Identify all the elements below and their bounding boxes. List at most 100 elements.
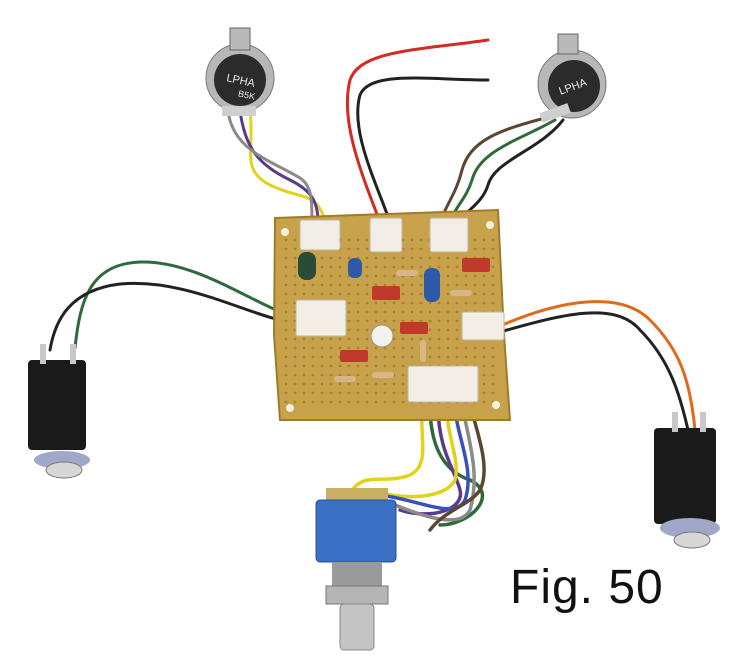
perfboard-hole xyxy=(356,346,360,350)
film-cap-1 xyxy=(372,286,400,300)
wire-bundle-7 xyxy=(428,403,486,532)
resistor-1 xyxy=(396,270,418,276)
wire-bundle-3 xyxy=(368,403,458,499)
perfboard-hole xyxy=(356,283,360,287)
perfboard-hole xyxy=(392,364,396,368)
perfboard-hole xyxy=(464,355,468,359)
switch-wires xyxy=(348,403,486,532)
wire-green-left-jack xyxy=(73,260,302,350)
perfboard-hole xyxy=(464,283,468,287)
perfboard-hole xyxy=(473,346,477,350)
perfboard-hole xyxy=(293,256,297,260)
switch-lugs xyxy=(326,488,388,502)
perfboard-hole xyxy=(419,274,423,278)
perfboard-hole xyxy=(356,301,360,305)
perfboard-hole xyxy=(401,364,405,368)
perfboard-hole xyxy=(374,301,378,305)
perfboard-hole xyxy=(302,400,306,404)
perfboard-hole xyxy=(338,292,342,296)
perfboard-hole xyxy=(491,382,495,386)
perfboard-hole xyxy=(491,391,495,395)
perfboard-hole xyxy=(347,256,351,260)
perfboard-hole xyxy=(365,283,369,287)
perfboard-hole xyxy=(419,247,423,251)
perfboard-hole xyxy=(374,382,378,386)
perfboard-hole xyxy=(356,319,360,323)
perfboard-hole xyxy=(482,382,486,386)
perfboard-hole xyxy=(329,382,333,386)
perfboard-hole xyxy=(482,247,486,251)
perfboard-hole xyxy=(428,337,432,341)
mount-hole-br xyxy=(492,401,500,409)
perfboard-hole xyxy=(491,355,495,359)
perfboard-hole xyxy=(356,328,360,332)
perfboard-hole xyxy=(284,256,288,260)
perfboard-hole xyxy=(302,355,306,359)
perfboard-hole xyxy=(401,265,405,269)
perfboard-hole xyxy=(491,301,495,305)
perfboard-hole xyxy=(383,283,387,287)
jack-right-lug-2 xyxy=(700,412,706,432)
film-cap-4 xyxy=(340,350,368,362)
resistor-4 xyxy=(420,340,426,362)
resistor-3 xyxy=(334,376,356,382)
perfboard-hole xyxy=(473,238,477,242)
perfboard-hole xyxy=(347,310,351,314)
perfboard-hole xyxy=(473,247,477,251)
perfboard-hole xyxy=(284,283,288,287)
perfboard-hole xyxy=(284,301,288,305)
connector-right-pot xyxy=(429,217,469,253)
input-jack-left xyxy=(28,344,90,479)
perfboard-hole xyxy=(437,265,441,269)
wire-orange-right-jack xyxy=(498,300,697,432)
perfboard-hole xyxy=(392,274,396,278)
perfboard-hole xyxy=(311,400,315,404)
perfboard-hole xyxy=(410,292,414,296)
perfboard-hole xyxy=(365,391,369,395)
perfboard-hole xyxy=(491,265,495,269)
perfboard-hole xyxy=(347,346,351,350)
perfboard-hole xyxy=(491,373,495,377)
switch-nut xyxy=(325,585,389,605)
perfboard-hole xyxy=(356,337,360,341)
perfboard-hole xyxy=(302,292,306,296)
perfboard-hole xyxy=(347,247,351,251)
perfboard-hole xyxy=(482,391,486,395)
perfboard-hole xyxy=(293,346,297,350)
perfboard-hole xyxy=(437,328,441,332)
perfboard-hole xyxy=(410,310,414,314)
right-pot-wires xyxy=(438,116,565,226)
perfboard-hole xyxy=(401,400,405,404)
perfboard-hole xyxy=(491,364,495,368)
perfboard-hole xyxy=(284,265,288,269)
perfboard-hole xyxy=(293,292,297,296)
perfboard-hole xyxy=(455,274,459,278)
pot-left-face xyxy=(214,54,266,106)
perfboard-hole xyxy=(392,382,396,386)
wire-bundle-6 xyxy=(348,403,425,497)
perfboard-hole xyxy=(365,247,369,251)
perfboard-hole xyxy=(446,256,450,260)
perfboard-hole xyxy=(320,256,324,260)
perfboard-hole xyxy=(320,283,324,287)
perfboard-hole xyxy=(284,355,288,359)
perfboard-hole xyxy=(284,292,288,296)
perfboard-hole xyxy=(455,328,459,332)
perfboard-hole xyxy=(419,337,423,341)
switch-body xyxy=(315,499,397,563)
perfboard-hole xyxy=(338,346,342,350)
potentiometer-right: LPHA xyxy=(537,33,607,123)
perfboard-hole xyxy=(401,256,405,260)
perfboard-hole xyxy=(455,301,459,305)
perfboard-hole xyxy=(374,391,378,395)
perfboard-hole xyxy=(410,247,414,251)
perfboard-hole xyxy=(329,346,333,350)
perfboard-hole xyxy=(365,310,369,314)
connector-left-jack xyxy=(295,299,347,337)
perfboard-hole xyxy=(482,400,486,404)
perfboard-hole xyxy=(347,382,351,386)
perfboard-hole xyxy=(419,310,423,314)
pot-left-sublabel: B5K xyxy=(237,88,256,101)
perfboard-hole xyxy=(482,355,486,359)
